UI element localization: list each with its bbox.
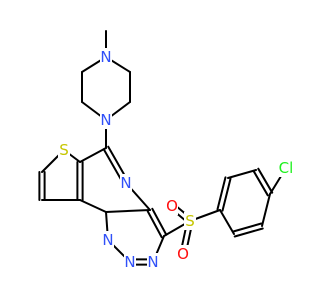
atom-n2: N [124,253,136,271]
atom-nPip: N [100,111,112,129]
tri-bond-5-double [151,207,168,236]
atom-nPyr: N [120,174,132,192]
atom-label-background [276,159,296,177]
atom-sSul: S [184,212,196,230]
core-bond-3 [105,209,151,213]
atom-label-sTh: S [59,141,69,159]
atom-label-background [166,197,178,215]
atom-label-sSul: S [185,212,195,230]
aryl-bond-1 [216,176,227,211]
tri-bond-5-double [146,210,163,239]
atom-label-n3: N [147,253,158,271]
aryl-bond-1 [221,177,232,212]
atom-label-background [102,231,114,249]
atom-label-nMe: N [100,48,111,66]
atom-n1: N [102,231,114,249]
atom-label-background [58,141,70,159]
aryl-bond-2 [227,169,257,179]
aryl-bond-3 [252,170,269,197]
atom-label-n2: N [124,253,135,271]
aryl-bond-5 [232,222,263,233]
atom-label-background [184,212,196,230]
aryl-bond-3 [257,167,274,194]
atom-label-background [100,48,112,66]
atom-label-background [124,253,136,271]
atom-label-background [100,111,112,129]
aryl-bond-6 [219,209,235,235]
atom-label-o1: O [166,197,178,215]
atom-label-o2: O [177,245,189,263]
atom-label-n1: N [102,231,113,249]
atom-sTh: S [58,141,70,159]
atom-label-cl: Cl [279,159,294,177]
atom-nMe: N [100,48,112,66]
core-bond-4 [79,199,107,213]
core-bond-1 [79,147,107,163]
atom-o2: O [177,245,189,263]
atom-label-background [177,245,189,263]
atom-n3: N [147,253,159,271]
aryl-bond-4 [261,193,271,227]
atom-label-nPip: N [100,111,111,129]
atom-label-background [120,174,132,192]
bond-layer [38,30,287,266]
atom-cl: Cl [276,159,296,177]
atom-o1: O [166,197,178,215]
atom-label-background [147,253,159,271]
atom-label-nPyr: N [120,174,131,192]
aryl-bond-5 [233,227,264,238]
